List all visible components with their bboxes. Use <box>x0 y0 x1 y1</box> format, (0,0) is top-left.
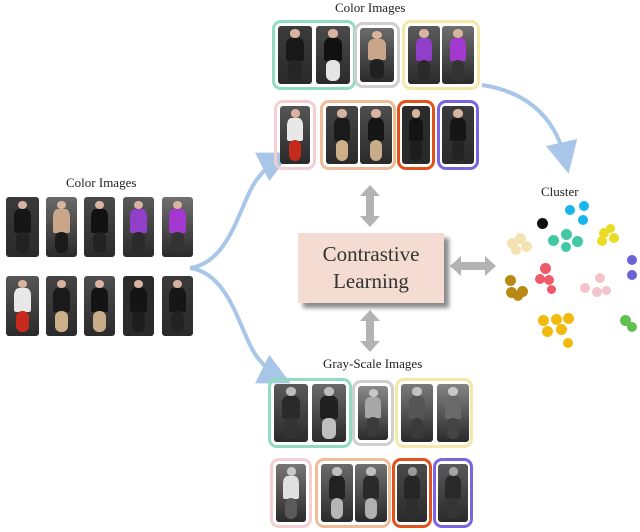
cluster-point <box>550 313 562 325</box>
cluster-point <box>539 262 551 274</box>
person-photo <box>397 464 427 522</box>
cluster-point <box>605 223 615 233</box>
cluster-point <box>592 287 602 297</box>
cluster-point <box>541 325 553 337</box>
person-photo <box>442 106 474 164</box>
person-photo <box>6 276 39 336</box>
center-label-line2: Learning <box>333 269 409 293</box>
cluster-point <box>562 312 574 324</box>
cluster-point <box>555 323 567 335</box>
frame-peach-top <box>320 100 396 170</box>
cluster-point <box>535 274 545 284</box>
person-photo <box>123 197 154 257</box>
double-arrow-up <box>360 185 380 227</box>
person-photo <box>355 464 387 522</box>
person-photo <box>46 276 77 336</box>
cluster-point <box>544 275 554 285</box>
person-photo <box>438 464 468 522</box>
cluster-point <box>565 205 575 215</box>
cluster-point <box>506 237 518 249</box>
cluster-point <box>505 286 517 298</box>
arrow-to-top-group <box>189 152 291 270</box>
contrastive-learning-box: Contrastive Learning <box>298 233 444 303</box>
frame-yellow-top <box>402 20 480 90</box>
cluster-point <box>627 270 637 280</box>
cluster-point <box>627 255 637 265</box>
double-arrow-right <box>450 256 496 276</box>
cluster-point <box>571 235 583 247</box>
left-color-images-label: Color Images <box>66 175 137 190</box>
person-photo <box>84 197 115 257</box>
cluster-point <box>601 285 611 295</box>
cluster-point <box>579 201 589 211</box>
arrow-to-bottom-group <box>189 266 291 384</box>
arrow-to-cluster <box>481 83 578 174</box>
cluster-point <box>547 234 559 246</box>
frame-gray-top <box>354 22 400 88</box>
frame-purple-top <box>437 100 479 170</box>
cluster-point <box>597 236 607 246</box>
frame-peach-bottom <box>315 458 391 528</box>
person-photo <box>316 26 350 84</box>
person-photo <box>278 26 312 84</box>
frame-yellow-bottom <box>395 378 473 448</box>
cluster-point <box>561 242 571 252</box>
cluster-point <box>599 228 609 238</box>
cluster-point <box>546 284 556 294</box>
double-arrow-down <box>360 310 380 352</box>
cluster-point <box>627 322 637 332</box>
person-photo <box>162 276 193 336</box>
person-photo <box>162 197 193 257</box>
cluster-point <box>520 240 532 252</box>
cluster-point <box>609 233 619 243</box>
person-photo <box>402 106 430 164</box>
cluster-point <box>513 291 523 301</box>
person-photo <box>442 26 474 84</box>
frame-purple-bottom <box>433 458 473 528</box>
person-photo <box>6 197 39 257</box>
cluster-point <box>560 228 572 240</box>
person-photo <box>408 26 440 84</box>
cluster-point <box>536 217 548 229</box>
cluster-point <box>537 314 549 326</box>
frame-gray-bottom <box>352 380 394 446</box>
person-photo <box>401 384 433 442</box>
cluster-point <box>511 245 521 255</box>
cluster-point <box>578 215 588 225</box>
person-photo <box>274 384 308 442</box>
cluster-point <box>514 232 526 244</box>
person-photo <box>358 386 388 440</box>
person-photo <box>276 464 306 522</box>
person-photo <box>280 106 310 164</box>
gray-images-label: Gray-Scale Images <box>323 356 423 371</box>
frame-teal-bottom <box>268 378 352 448</box>
person-photo <box>360 106 392 164</box>
frame-pink-top <box>274 100 316 170</box>
person-photo <box>321 464 353 522</box>
person-photo <box>437 384 469 442</box>
frame-orange-top <box>397 100 435 170</box>
person-photo <box>46 197 77 257</box>
person-photo <box>326 106 358 164</box>
cluster-point <box>580 283 590 293</box>
person-photo <box>360 28 394 82</box>
center-label-line1: Contrastive <box>322 242 420 266</box>
cluster-point <box>619 314 631 326</box>
frame-pink-bottom <box>270 458 312 528</box>
cluster-point <box>504 274 516 286</box>
cluster-point <box>595 273 605 283</box>
cluster-point <box>516 285 528 297</box>
cluster-label: Cluster <box>541 184 579 199</box>
cluster-point <box>563 338 573 348</box>
person-photo <box>312 384 346 442</box>
top-color-images-label: Color Images <box>335 0 406 15</box>
person-photo <box>84 276 115 336</box>
frame-orange-bottom <box>392 458 432 528</box>
person-photo <box>123 276 154 336</box>
